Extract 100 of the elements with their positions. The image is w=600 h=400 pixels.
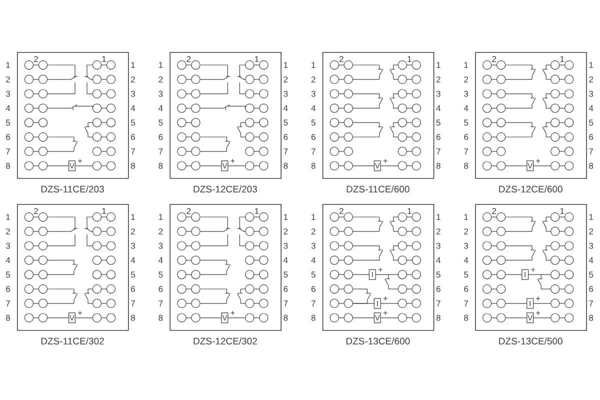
row-number: 4 (436, 257, 441, 264)
row-number: 5 (436, 272, 440, 278)
row-number: 4 (464, 105, 468, 112)
terminal-number: 1 (560, 56, 564, 62)
row-number: 6 (284, 134, 288, 140)
row-number: 6 (436, 286, 440, 292)
row-number: 2 (284, 228, 288, 234)
terminal-number: 2 (339, 56, 344, 62)
row-number: 5 (464, 272, 468, 278)
row-number: 2 (158, 228, 163, 234)
row-number: 5 (130, 272, 136, 278)
row-number: 6 (6, 134, 10, 140)
plus-sign: + (536, 311, 540, 315)
row-number: 7 (284, 300, 288, 306)
panel-caption: DZS-11CE/600 (346, 186, 410, 192)
row-number: 3 (284, 90, 288, 97)
terminal-number: 2 (492, 208, 496, 214)
row-number: 1 (131, 214, 135, 220)
row-number: 7 (158, 148, 163, 154)
plus-sign: + (230, 311, 235, 315)
row-number: 1 (436, 62, 440, 68)
row-number: 2 (464, 228, 468, 234)
row-number: 3 (158, 90, 163, 97)
row-number: 5 (311, 120, 316, 126)
row-number: 4 (284, 257, 288, 264)
row-number: 8 (311, 314, 316, 321)
row-number: 7 (131, 148, 135, 154)
row-number: 7 (436, 148, 440, 154)
row-number: 8 (436, 314, 440, 321)
row-number: 8 (464, 162, 468, 169)
row-number: 3 (6, 90, 10, 97)
row-number: 7 (436, 300, 440, 306)
row-number: 6 (311, 286, 316, 292)
row-number: 3 (436, 242, 440, 249)
terminal-number: 1 (408, 208, 412, 214)
row-number: 7 (6, 300, 10, 306)
terminal-number: 2 (34, 208, 38, 214)
row-number: 2 (131, 228, 135, 234)
terminal-number: 2 (492, 56, 496, 62)
row-number: 1 (158, 62, 163, 68)
row-number: 7 (464, 148, 468, 154)
panel-caption: DZS-12CE/203 (194, 186, 257, 192)
row-number: 7 (6, 148, 10, 154)
row-number: 3 (311, 242, 316, 249)
panel-caption: DZS-12CE/302 (194, 338, 257, 344)
row-number: 7 (311, 148, 316, 154)
row-number: 4 (311, 105, 316, 112)
terminal-number: 1 (254, 208, 259, 214)
plus-sign: + (230, 159, 235, 163)
row-number: 4 (158, 257, 163, 264)
row-number: 2 (311, 228, 316, 234)
row-number: 5 (311, 272, 316, 278)
row-number: 1 (464, 214, 468, 220)
row-number: 4 (130, 105, 136, 112)
row-number: 3 (589, 242, 594, 249)
row-number: 1 (6, 214, 10, 220)
row-number: 2 (589, 228, 594, 234)
row-number: 4 (311, 257, 316, 264)
terminal-number: 1 (102, 208, 106, 214)
row-number: 1 (131, 62, 135, 68)
row-number: 6 (464, 286, 468, 292)
row-number: 4 (158, 105, 163, 112)
plus-sign: + (383, 296, 388, 300)
row-number: 8 (158, 162, 163, 169)
row-number: 1 (284, 214, 288, 220)
row-number: 1 (436, 214, 440, 220)
row-number: 8 (589, 162, 594, 169)
row-number: 7 (158, 300, 163, 306)
row-number: 3 (311, 90, 316, 97)
row-number: 8 (131, 314, 135, 321)
row-number: 6 (311, 134, 316, 140)
row-number: 5 (158, 120, 163, 126)
row-number: 7 (284, 148, 288, 154)
row-number: 5 (284, 120, 288, 126)
row-number: 4 (284, 105, 288, 112)
row-number: 3 (158, 242, 163, 249)
row-number: 3 (464, 90, 468, 97)
row-number: 4 (436, 105, 441, 112)
row-number: 5 (464, 120, 468, 126)
row-number: 6 (131, 286, 135, 292)
row-number: 4 (464, 257, 468, 264)
row-number: 2 (6, 76, 10, 82)
row-number: 1 (158, 214, 163, 220)
row-number: 3 (436, 90, 440, 97)
terminal-number: 1 (560, 208, 564, 214)
row-number: 2 (464, 76, 468, 82)
panel-caption: DZS-13CE/600 (346, 338, 410, 344)
row-number: 5 (284, 272, 288, 278)
row-number: 1 (6, 62, 10, 68)
row-number: 7 (464, 300, 468, 306)
row-number: 7 (131, 300, 135, 306)
terminal-number: 2 (186, 208, 191, 214)
terminal-number: 2 (186, 56, 191, 62)
plus-sign: + (531, 268, 536, 272)
row-number: 2 (311, 76, 316, 82)
row-number: 2 (589, 76, 594, 82)
row-number: 1 (312, 62, 316, 68)
row-number: 4 (6, 257, 10, 264)
plus-sign: + (378, 268, 382, 272)
plus-sign: + (78, 159, 82, 163)
